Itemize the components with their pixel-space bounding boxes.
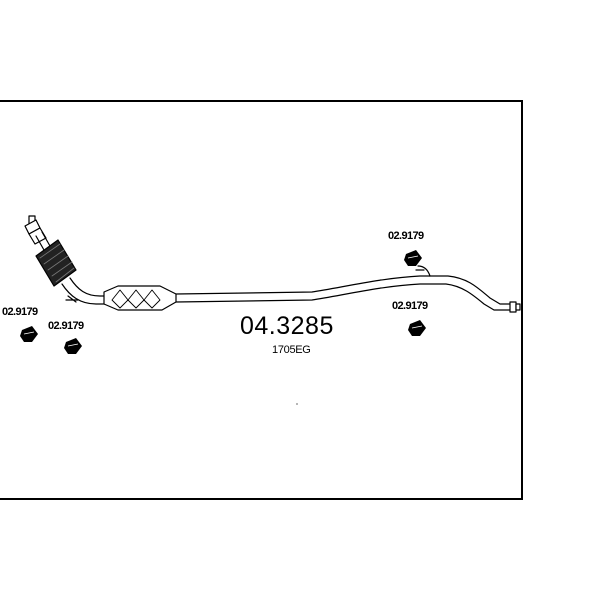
rubber-mount-2 <box>64 338 82 354</box>
mount-label-2: 02.9179 <box>48 320 84 332</box>
rubber-mount-1 <box>20 326 38 342</box>
front-flange <box>24 215 47 245</box>
front-hanger <box>65 295 79 303</box>
middle-pipe <box>175 275 511 311</box>
centre-silencer <box>103 285 177 311</box>
reference-code: 1705EG <box>272 344 311 356</box>
diagram-frame <box>0 100 523 500</box>
part-number: 04.3285 <box>240 312 334 340</box>
rear-hanger <box>415 265 431 277</box>
centre-dot <box>296 403 298 405</box>
flex-coupling <box>35 239 77 287</box>
downpipe <box>35 231 51 251</box>
mount-label-1: 02.9179 <box>2 306 38 318</box>
mount-label-4: 02.9179 <box>392 300 428 312</box>
rubber-mount-4 <box>408 320 426 336</box>
tail-end <box>509 301 521 313</box>
mount-label-3: 02.9179 <box>388 230 424 242</box>
rubber-mount-3 <box>404 250 422 266</box>
